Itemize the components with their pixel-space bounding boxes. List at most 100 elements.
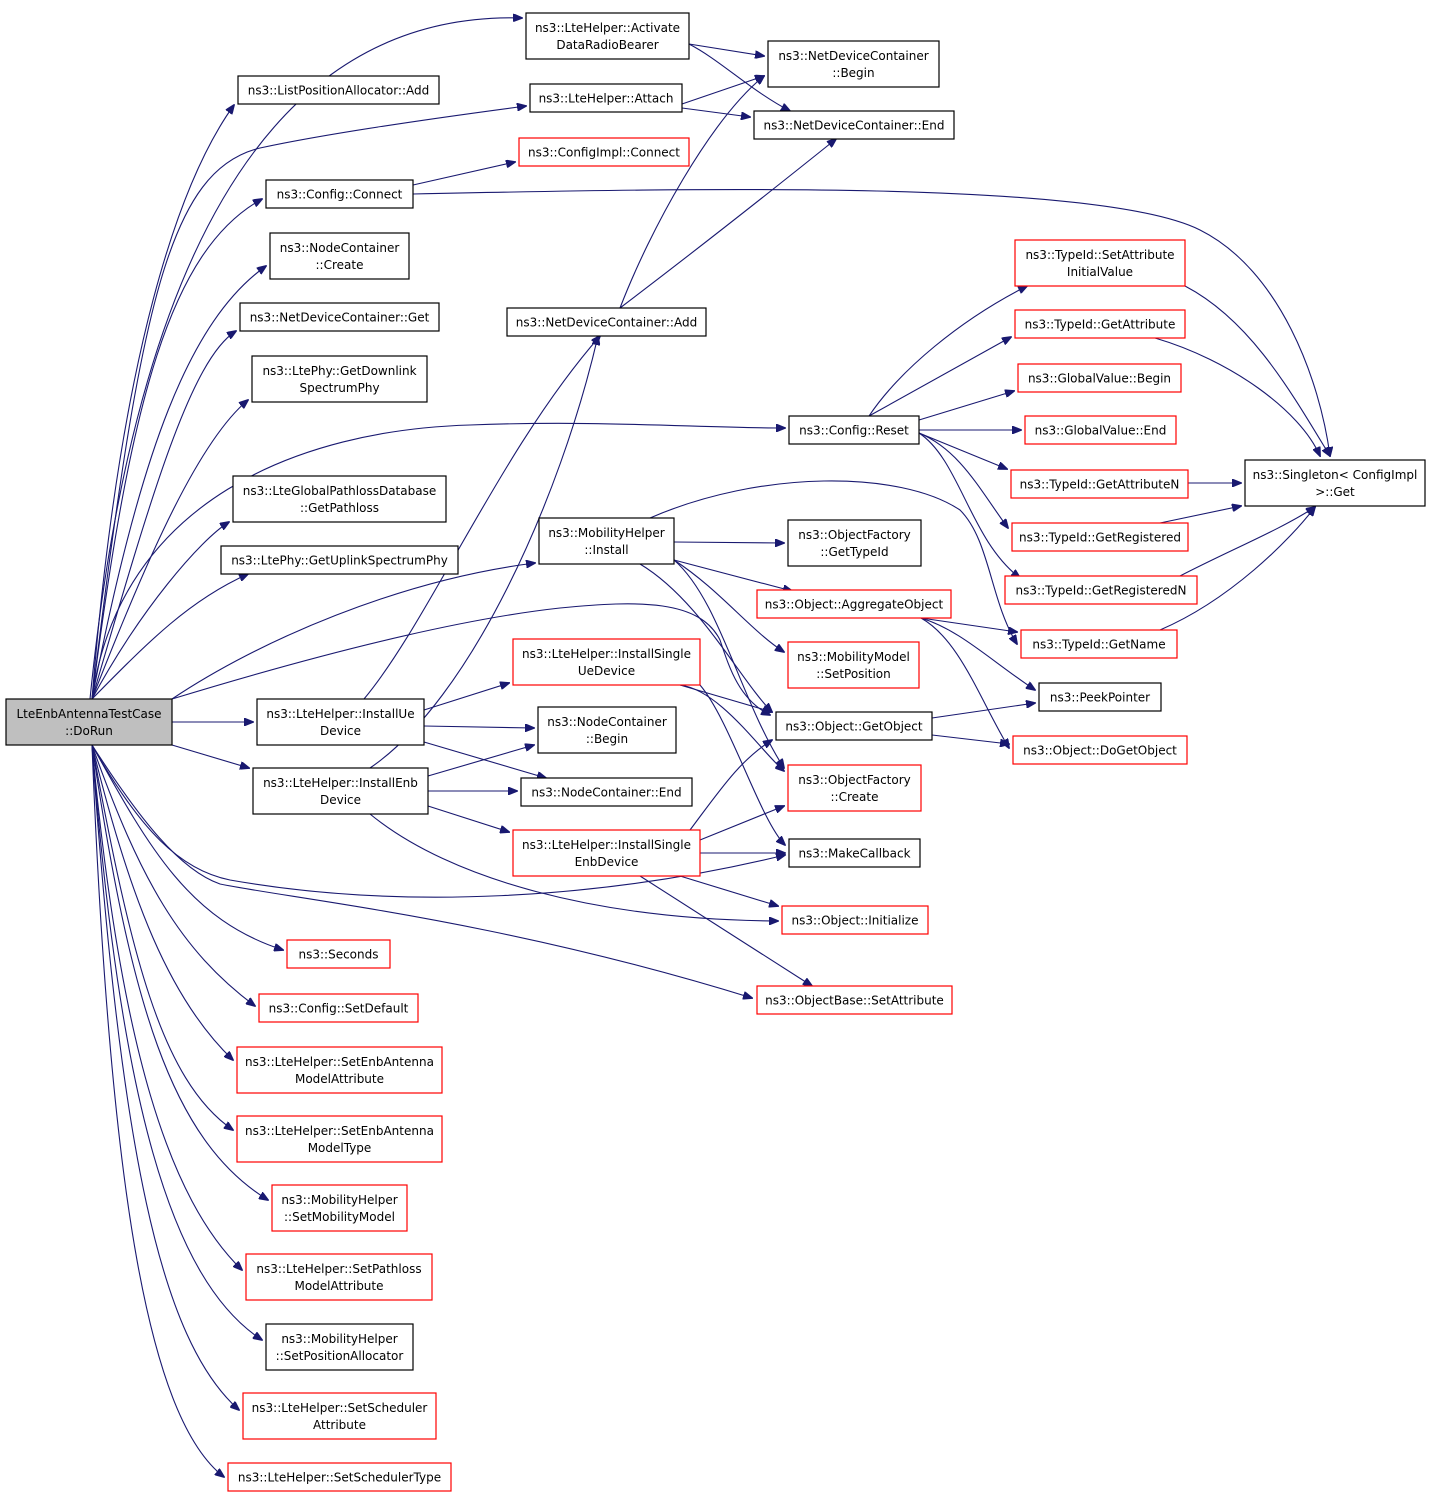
- node-box: [252, 767, 429, 815]
- node-box: [787, 764, 922, 812]
- node-setenbantattr[interactable]: ns3::LteHelper::SetEnbAntennaModelAttrib…: [236, 1046, 443, 1094]
- node-box: [1024, 415, 1177, 445]
- node-label: ns3::LteGlobalPathlossDatabase: [243, 484, 436, 498]
- node-listadd[interactable]: ns3::ListPositionAllocator::Add: [237, 75, 440, 105]
- node-setpathlossattr[interactable]: ns3::LteHelper::SetPathlossModelAttribut…: [245, 1253, 433, 1301]
- node-gvbegin[interactable]: ns3::GlobalValue::Begin: [1017, 363, 1182, 393]
- node-seconds[interactable]: ns3::Seconds: [286, 939, 391, 969]
- node-label: ns3::NodeContainer: [547, 715, 667, 729]
- node-label: ns3::MobilityHelper: [548, 526, 664, 540]
- node-label: ::GetTypeId: [820, 545, 888, 559]
- node-label: ns3::LteHelper::InstallUe: [266, 707, 414, 721]
- call-edge: [423, 683, 509, 711]
- node-obsetattr[interactable]: ns3::ObjectBase::SetAttribute: [756, 985, 953, 1015]
- call-edge: [688, 43, 790, 111]
- node-label: ns3::NetDeviceContainer::End: [763, 119, 944, 133]
- node-ncend[interactable]: ns3::NodeContainer::End: [520, 777, 693, 807]
- node-getobject[interactable]: ns3::Object::GetObject: [775, 711, 933, 741]
- node-setmobmodel[interactable]: ns3::MobilityHelper::SetMobilityModel: [271, 1184, 408, 1232]
- node-label: >::Get: [1315, 485, 1355, 499]
- node-label: ns3::Object::AggregateObject: [765, 598, 944, 612]
- node-ncbegin[interactable]: ns3::NodeContainer::Begin: [537, 706, 677, 754]
- node-label: ns3::TypeId::SetAttribute: [1025, 248, 1174, 262]
- node-ndcbegin[interactable]: ns3::NetDeviceContainer::Begin: [767, 40, 940, 88]
- node-peekptr[interactable]: ns3::PeekPointer: [1038, 682, 1162, 712]
- node-ofcreate[interactable]: ns3::ObjectFactory::Create: [787, 764, 922, 812]
- node-box: [1020, 629, 1178, 659]
- call-edge: [619, 139, 836, 309]
- call-edge: [699, 806, 784, 841]
- node-mobmodelsetpos[interactable]: ns3::MobilityModel::SetPosition: [787, 641, 920, 689]
- node-box: [1014, 239, 1186, 287]
- call-edge: [918, 391, 1014, 421]
- node-box: [1244, 459, 1426, 507]
- node-label: ::SetPositionAllocator: [276, 1349, 404, 1363]
- node-ofgettypeid[interactable]: ns3::ObjectFactory::GetTypeId: [787, 519, 922, 567]
- node-label: ns3::LteHelper::SetEnbAntenna: [245, 1124, 434, 1138]
- node-box: [286, 939, 391, 969]
- node-singleton[interactable]: ns3::Singleton< ConfigImpl>::Get: [1244, 459, 1426, 507]
- node-label: ns3::TypeId::GetAttribute: [1025, 318, 1176, 332]
- node-box: [232, 475, 447, 523]
- node-tidgetattrn[interactable]: ns3::TypeId::GetAttributeN: [1010, 469, 1189, 499]
- call-edge: [91, 744, 752, 998]
- node-tidgetattr[interactable]: ns3::TypeId::GetAttribute: [1014, 309, 1186, 339]
- call-edge: [1159, 506, 1241, 524]
- node-label: ns3::Config::Connect: [277, 188, 403, 202]
- node-attach[interactable]: ns3::LteHelper::Attach: [529, 83, 683, 113]
- node-aggobj[interactable]: ns3::Object::AggregateObject: [756, 589, 952, 619]
- node-getul[interactable]: ns3::LtePhy::GetUplinkSpectrumPhy: [220, 545, 459, 575]
- node-box: [269, 232, 410, 280]
- node-ndcget[interactable]: ns3::NetDeviceContainer::Get: [239, 302, 440, 332]
- node-tidgetregn[interactable]: ns3::TypeId::GetRegisteredN: [1004, 575, 1198, 605]
- node-dogetobject[interactable]: ns3::Object::DoGetObject: [1012, 735, 1188, 765]
- node-box: [753, 110, 955, 140]
- node-nccreate[interactable]: ns3::NodeContainer::Create: [269, 232, 410, 280]
- call-edge: [673, 559, 792, 591]
- node-objinit[interactable]: ns3::Object::Initialize: [781, 905, 929, 935]
- node-tidgetreg[interactable]: ns3::TypeId::GetRegistered: [1011, 522, 1189, 552]
- node-label: ModelAttribute: [295, 1072, 384, 1086]
- call-edge: [639, 563, 772, 712]
- call-edge: [91, 744, 233, 1130]
- node-label: ns3::Config::Reset: [799, 424, 909, 438]
- call-edge: [918, 432, 1020, 578]
- node-label: ::Create: [316, 258, 364, 272]
- node-cfgconnect[interactable]: ns3::Config::Connect: [265, 179, 414, 209]
- node-label: ns3::LtePhy::GetDownlink: [262, 364, 416, 378]
- node-box: [518, 137, 690, 167]
- node-makecallback[interactable]: ns3::MakeCallback: [788, 838, 921, 868]
- node-ndcadd[interactable]: ns3::NetDeviceContainer::Add: [506, 307, 707, 337]
- node-cfgimplconnect[interactable]: ns3::ConfigImpl::Connect: [518, 137, 690, 167]
- node-mobinstall[interactable]: ns3::MobilityHelper::Install: [538, 517, 675, 565]
- node-cfgsetdefault[interactable]: ns3::Config::SetDefault: [258, 993, 419, 1023]
- node-label: ns3::ListPositionAllocator::Add: [248, 84, 430, 98]
- node-cfgreset[interactable]: ns3::Config::Reset: [788, 415, 920, 445]
- node-label: ns3::NodeContainer::End: [531, 786, 681, 800]
- node-gvend[interactable]: ns3::GlobalValue::End: [1024, 415, 1177, 445]
- node-setposalloc[interactable]: ns3::MobilityHelper::SetPositionAllocato…: [265, 1323, 414, 1371]
- node-box: [220, 545, 459, 575]
- call-edge: [1184, 285, 1330, 456]
- call-edge: [171, 603, 770, 715]
- node-box: [506, 307, 707, 337]
- node-ndcend[interactable]: ns3::NetDeviceContainer::End: [753, 110, 955, 140]
- node-box: [787, 641, 920, 689]
- node-pathloss[interactable]: ns3::LteGlobalPathlossDatabase::GetPathl…: [232, 475, 447, 523]
- node-tidgetname[interactable]: ns3::TypeId::GetName: [1020, 629, 1178, 659]
- node-label: ns3::Singleton< ConfigImpl: [1253, 468, 1418, 482]
- call-edge: [689, 740, 772, 831]
- node-label: ::Create: [831, 790, 879, 804]
- node-setschedtype[interactable]: ns3::LteHelper::SetSchedulerType: [227, 1462, 452, 1492]
- node-label: ns3::MobilityHelper: [281, 1332, 397, 1346]
